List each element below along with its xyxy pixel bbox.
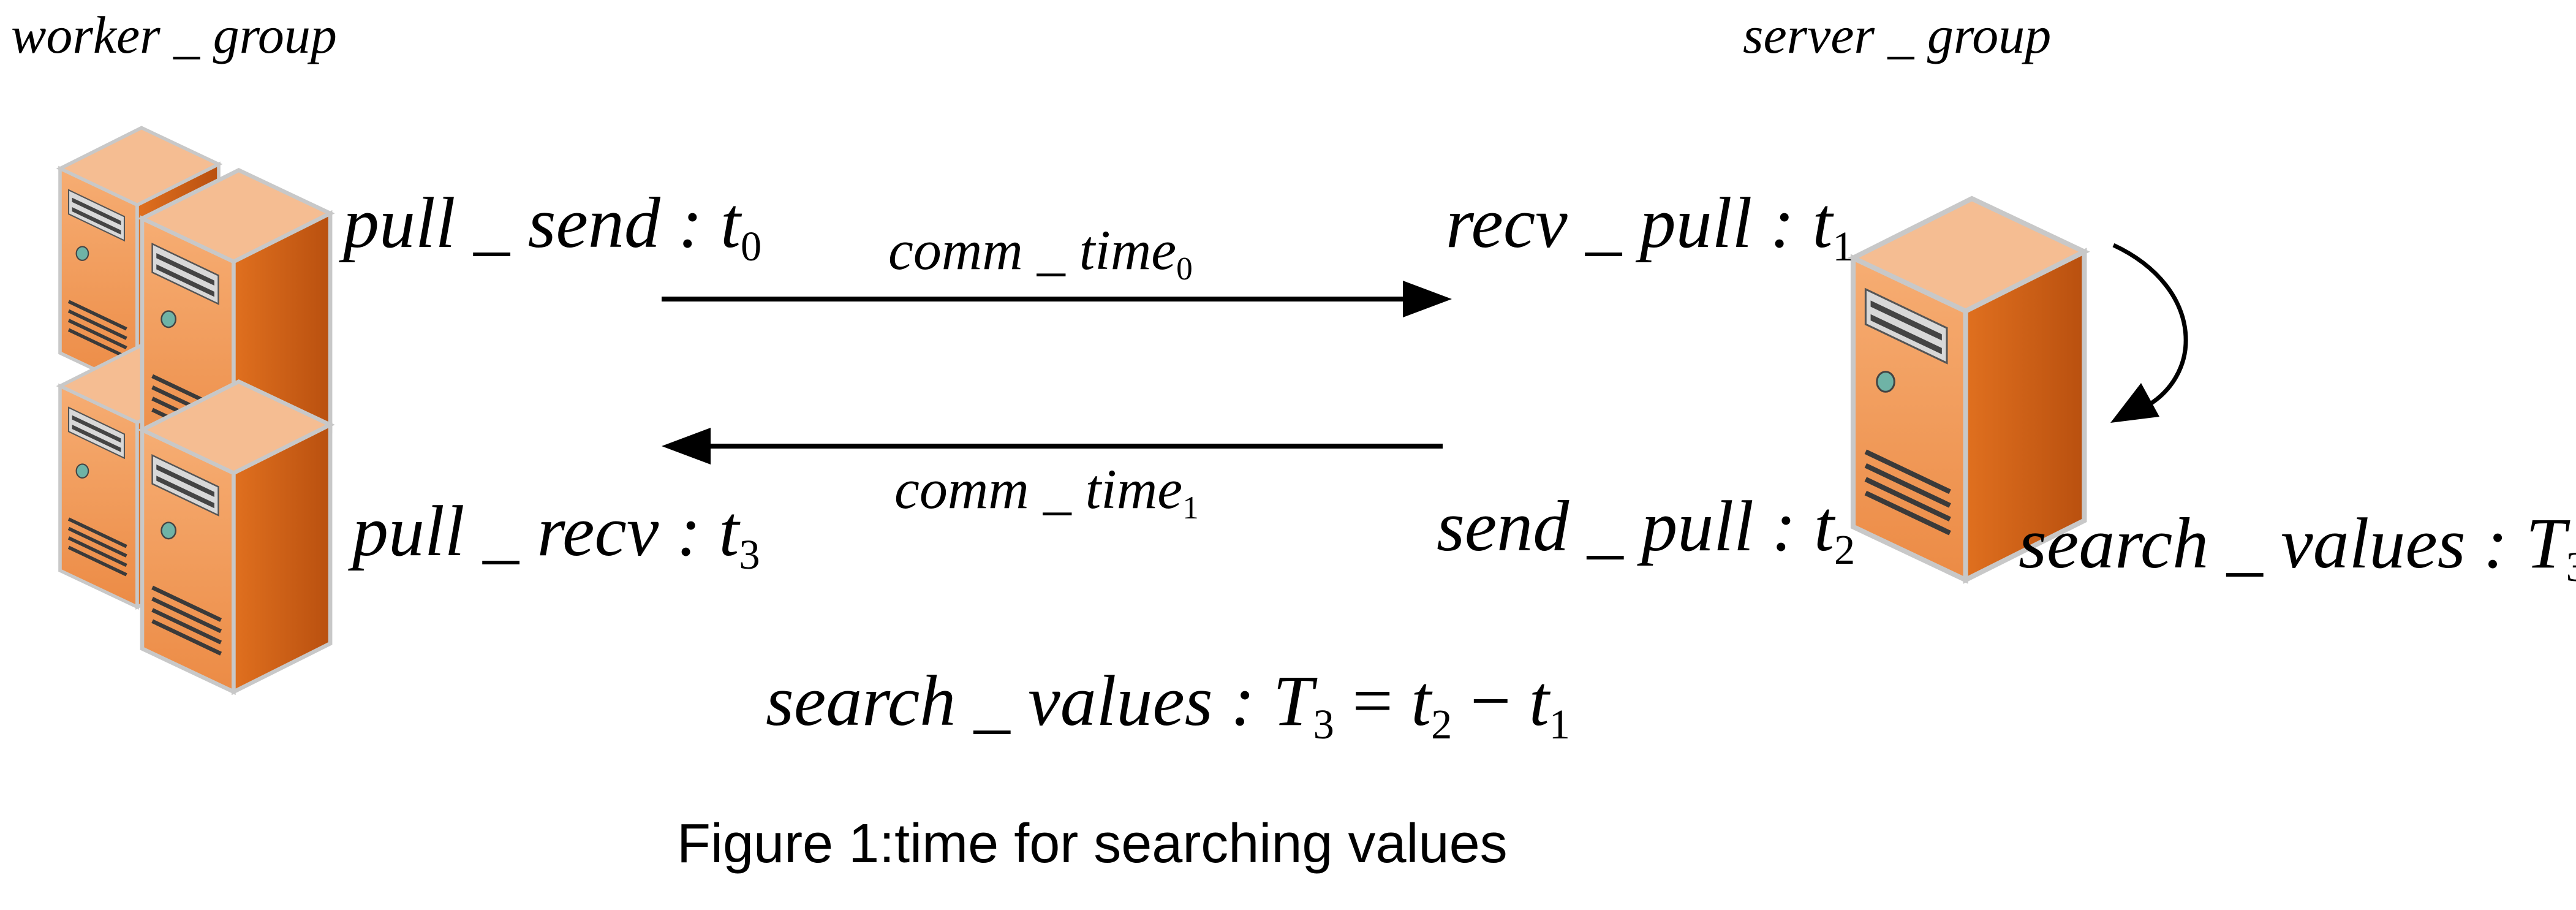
server-search-values-subscript: 3 (2566, 544, 2576, 590)
send-pull-subscript: 2 (1834, 526, 1856, 573)
search-values-formula: search _ values : T3 = t2 − t1 (766, 665, 1570, 748)
formula-t2-subscript: 2 (1431, 700, 1452, 748)
figure-caption-text: Figure 1:time for searching values (677, 813, 1508, 874)
server-group-title: server _ group (1743, 9, 2051, 61)
server-search-values-text: search _ values : T (2019, 503, 2566, 583)
server-search-values-label: search _ values : T3 (2019, 507, 2576, 588)
pull-send-text: pull _ send : t (343, 183, 741, 263)
formula-lhs: search _ values : T (766, 661, 1313, 741)
request-arrow-label: comm _ time0 (888, 222, 1193, 285)
response-arrow-text: comm _ time (894, 458, 1183, 520)
recv-pull-subscript: 1 (1832, 222, 1854, 270)
response-arrow-subscript: 1 (1182, 489, 1199, 526)
worker-group-title-text: worker _ group (11, 6, 337, 64)
response-arrow (662, 428, 1443, 464)
formula-lhs-subscript: 3 (1313, 700, 1334, 748)
worker-group-title: worker _ group (11, 9, 337, 61)
formula-t1-subscript: 1 (1549, 700, 1570, 748)
send-pull-text: send _ pull : t (1437, 486, 1834, 566)
response-arrow-label: comm _ time1 (894, 461, 1199, 524)
recv-pull-text: recv _ pull : t (1446, 183, 1833, 263)
pull-send-subscript: 0 (740, 222, 762, 270)
search-loop-arrow (2110, 243, 2188, 423)
formula-minus: − (1452, 661, 1529, 741)
request-arrow (662, 281, 1452, 317)
pull-recv-label: pull _ recv : t3 (352, 495, 760, 578)
figure-caption: Figure 1:time for searching values (677, 816, 1508, 871)
pull-recv-subscript: 3 (739, 531, 760, 578)
recv-pull-label: recv _ pull : t1 (1446, 187, 1854, 270)
request-arrow-subscript: 0 (1176, 250, 1193, 287)
server-group-title-text: server _ group (1743, 6, 2052, 64)
pull-send-label: pull _ send : t0 (343, 187, 762, 270)
request-arrow-text: comm _ time (888, 219, 1177, 281)
formula-t1: t (1528, 661, 1549, 741)
formula-equals: = (1334, 661, 1411, 741)
pull-recv-text: pull _ recv : t (352, 491, 739, 571)
send-pull-label: send _ pull : t2 (1437, 490, 1855, 571)
worker-server-front-bottom (142, 382, 330, 692)
formula-t2: t (1411, 661, 1432, 741)
